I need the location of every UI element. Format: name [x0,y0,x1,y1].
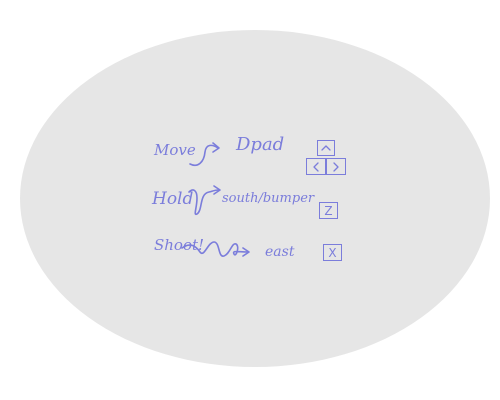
x-key-label: X [328,245,337,260]
up-arrow-key [317,140,335,156]
move-action-label: Move [154,141,196,159]
z-key: Z [319,202,338,219]
left-arrow-key [306,158,326,175]
chevron-right-icon [333,161,339,172]
hold-action-label: Hold [152,189,194,209]
south-bumper-binding-label: south/bumper [222,191,315,206]
shoot-action-label: Shoot! [154,236,205,254]
x-key: X [323,244,342,261]
controls-oval-panel [20,30,490,367]
shoot-arrow [181,241,250,257]
z-key-label: Z [324,203,333,218]
hold-arrow [188,185,221,216]
move-arrow [189,142,220,167]
right-arrow-key [326,158,346,175]
chevron-left-icon [313,161,319,172]
east-binding-label: east [265,244,295,260]
dpad-binding-label: Dpad [236,134,285,155]
chevron-up-icon [321,145,331,151]
